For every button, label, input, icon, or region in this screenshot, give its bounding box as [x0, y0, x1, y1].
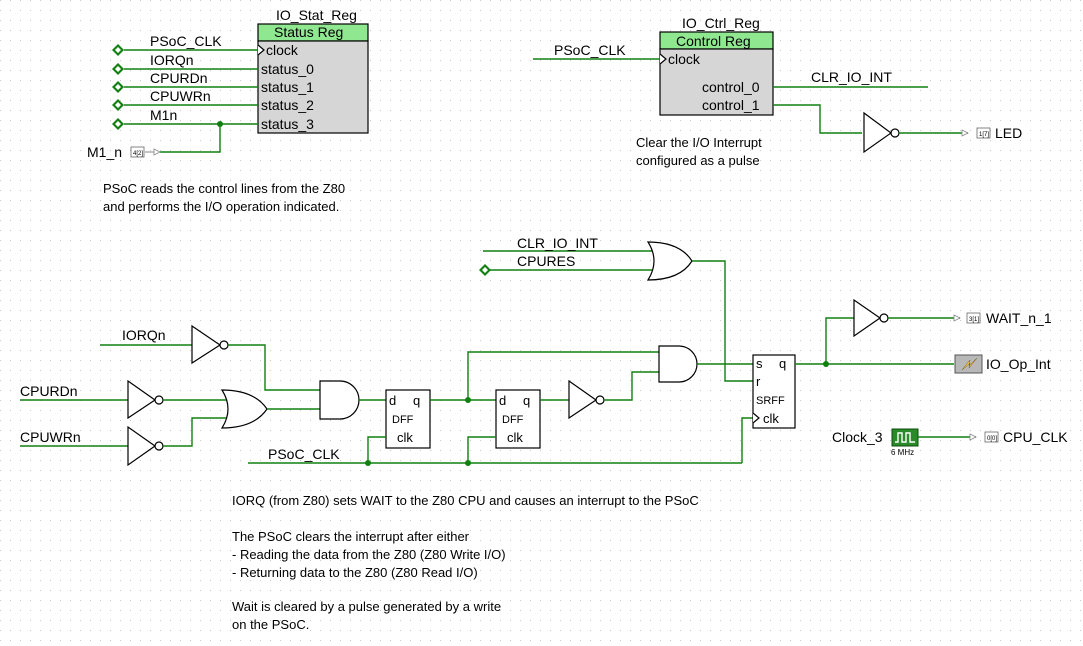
main-note-line-3: - Reading the data from the Z80 (Z80 Wri… [232, 547, 506, 562]
label-cpu-clk: CPU_CLK [1003, 429, 1068, 445]
ctrl-port-1: control_1 [702, 97, 760, 113]
label-wait-n-1: WAIT_n_1 [986, 310, 1052, 326]
ctrl-note-line-2: configured as a pulse [636, 153, 760, 168]
label-psoc-clk: PSoC_CLK [150, 33, 222, 49]
label-cpuwrn: CPUWRn [150, 88, 211, 104]
pin-box-icon[interactable] [130, 146, 145, 158]
srff-r: r [756, 374, 761, 389]
ctrl-reg-title: Control Reg [676, 33, 751, 49]
srff-name: SRFF [756, 395, 785, 407]
main-note-line-6: on the PSoC. [232, 617, 309, 632]
label-iorqn-main: IORQn [122, 327, 166, 343]
cpu-clk-pin-number: 0[0] [987, 436, 997, 442]
status-note-line-2: and performs the I/O operation indicated… [103, 199, 339, 214]
dff1-clk: clk [397, 430, 413, 445]
dff2-clk: clk [507, 430, 523, 445]
input-pin-icon[interactable] [479, 264, 491, 276]
label-cpuwrn-main: CPUWRn [20, 429, 81, 445]
label-io-op-int: IO_Op_Int [986, 356, 1051, 372]
label-m1-n-pin: M1_n [87, 144, 122, 160]
and-gate-2[interactable] [658, 345, 698, 383]
dff2-q: q [523, 393, 530, 408]
dff-2[interactable]: d q DFF clk [495, 389, 541, 449]
dff1-d: d [389, 393, 396, 408]
main-note: IORQ (from Z80) sets WAIT to the Z80 CPU… [232, 493, 699, 632]
status-port-1: status_1 [261, 79, 314, 95]
main-note-line-4: - Returning data to the Z80 (Z80 Read I/… [232, 565, 478, 580]
status-inputs: PSoC_CLK IORQn CPURDn CPUWRn M1n M1_n 4[… [87, 33, 258, 160]
status-reg-title: Status Reg [274, 24, 343, 40]
inverter-dff2[interactable] [568, 379, 605, 420]
wait-pin-number: 3[1] [969, 317, 979, 323]
or-gate-rdwr[interactable] [220, 389, 268, 429]
input-pin-icon[interactable] [112, 99, 124, 111]
status-note-line-1: PSoC reads the control lines from the Z8… [103, 181, 345, 196]
interrupt-icon[interactable] [954, 354, 983, 374]
label-psoc-clk-ctrl: PSoC_CLK [554, 42, 626, 58]
label-clr-io-int-in: CLR_IO_INT [517, 235, 598, 251]
input-pin-icon[interactable] [112, 118, 124, 130]
dff1-name: DFF [392, 414, 414, 426]
main-note-line-2: The PSoC clears the interrupt after eith… [232, 529, 470, 544]
srff-q: q [779, 356, 786, 371]
srff-clk: clk [763, 411, 779, 426]
label-clr-io-int-out: CLR_IO_INT [811, 69, 892, 85]
m1-n-pin-number: 4[2] [133, 151, 143, 157]
pin-box-icon[interactable] [966, 312, 981, 324]
inverter-cpuwrn[interactable] [127, 425, 164, 467]
led-pin-number: 1[7] [979, 132, 989, 138]
label-led: LED [995, 125, 1022, 141]
and-gate-1[interactable] [319, 380, 360, 420]
status-port-3: status_3 [261, 116, 314, 132]
inverter-wait[interactable] [853, 298, 889, 338]
label-m1n: M1n [150, 107, 177, 123]
label-cpurdn: CPURDn [150, 70, 208, 86]
control-register[interactable]: IO_Ctrl_Reg Control Reg clock control_0 … [659, 15, 774, 116]
label-iorqn: IORQn [150, 52, 194, 68]
srff-s: s [756, 356, 763, 371]
label-cpures: CPURES [517, 253, 575, 269]
ctrl-note-line-1: Clear the I/O Interrupt [636, 135, 762, 150]
srff[interactable]: s q r SRFF clk [752, 354, 796, 429]
pin-box-icon[interactable] [976, 127, 991, 139]
status-port-clock: clock [266, 42, 299, 58]
status-reg-instance: IO_Stat_Reg [276, 7, 357, 23]
dff1-q: q [413, 393, 420, 408]
dff2-name: DFF [502, 414, 524, 426]
or-gate-clear[interactable] [646, 241, 693, 281]
dff-1[interactable]: d q DFF clk [385, 389, 431, 449]
status-register[interactable]: IO_Stat_Reg Status Reg clock status_0 st… [257, 7, 369, 134]
status-port-0: status_0 [261, 61, 314, 77]
main-note-line-1: IORQ (from Z80) sets WAIT to the Z80 CPU… [232, 493, 699, 508]
label-cpurdn-main: CPURDn [20, 383, 78, 399]
clock-source-icon[interactable] [891, 428, 919, 447]
inverter-led[interactable] [863, 111, 900, 154]
ctrl-port-0: control_0 [702, 79, 760, 95]
pin-box-icon[interactable] [984, 431, 999, 443]
status-port-2: status_2 [261, 97, 314, 113]
main-note-line-5: Wait is cleared by a pulse generated by … [232, 599, 501, 614]
input-pin-icon[interactable] [112, 44, 124, 56]
label-psoc-clk-main: PSoC_CLK [268, 446, 340, 462]
clock-freq: 6 MHz [891, 448, 914, 457]
ctrl-port-clock: clock [668, 51, 701, 67]
input-pin-icon[interactable] [112, 81, 124, 93]
dff2-d: d [499, 393, 506, 408]
input-pin-icon[interactable] [112, 63, 124, 75]
ctrl-reg-instance: IO_Ctrl_Reg [682, 15, 760, 31]
clock-name: Clock_3 [832, 429, 883, 445]
